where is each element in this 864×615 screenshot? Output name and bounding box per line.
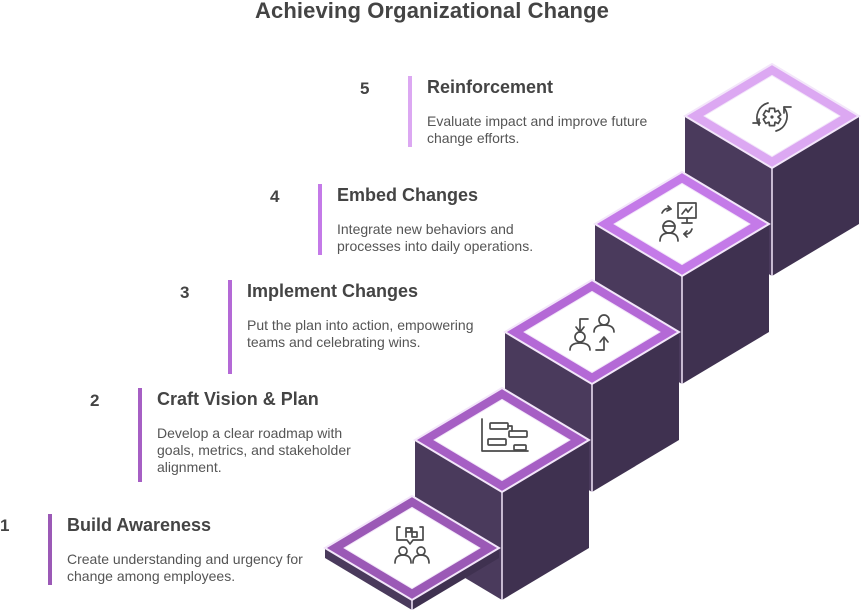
step-accent-bar	[48, 514, 52, 585]
step-description: Create understanding and urgency for cha…	[67, 551, 303, 584]
step-inner-face	[613, 182, 751, 266]
step-riser-right	[412, 548, 499, 610]
step-accent-bar	[318, 184, 322, 255]
step-inner-face	[523, 290, 661, 374]
step-accent-bar	[408, 76, 412, 147]
step-description: Put the plan into action, empowering tea…	[247, 317, 474, 350]
step-heading: Build Awareness	[67, 515, 212, 535]
step-number: 3	[180, 283, 190, 302]
presentation-people-icon	[394, 526, 430, 564]
step-number: 1	[0, 516, 10, 535]
step-heading: Implement Changes	[247, 281, 419, 301]
step-inner-face	[343, 506, 481, 590]
step-number: 4	[270, 187, 280, 206]
step-accent-bar	[228, 280, 232, 374]
people-exchange-icon	[569, 314, 615, 351]
step-inner-face	[433, 398, 571, 482]
step-description: Evaluate impact and improve future chang…	[427, 113, 648, 146]
person-monitor-cycle-icon	[659, 202, 697, 242]
step-heading: Craft Vision & Plan	[157, 389, 319, 409]
gantt-chart-icon	[481, 418, 529, 452]
step-description: Integrate new behaviors and processes in…	[337, 221, 534, 254]
step-1-block	[323, 494, 501, 610]
step-heading: Embed Changes	[337, 185, 479, 205]
step-riser-left	[325, 548, 412, 610]
step-description: Develop a clear roadmap with goals, metr…	[157, 425, 351, 475]
gear-refresh-icon	[752, 102, 792, 132]
page-title: Achieving Organizational Change	[255, 0, 609, 23]
step-number: 5	[360, 79, 370, 98]
step-number: 2	[90, 391, 100, 410]
step-accent-bar	[138, 388, 142, 482]
step-heading: Reinforcement	[427, 77, 554, 97]
